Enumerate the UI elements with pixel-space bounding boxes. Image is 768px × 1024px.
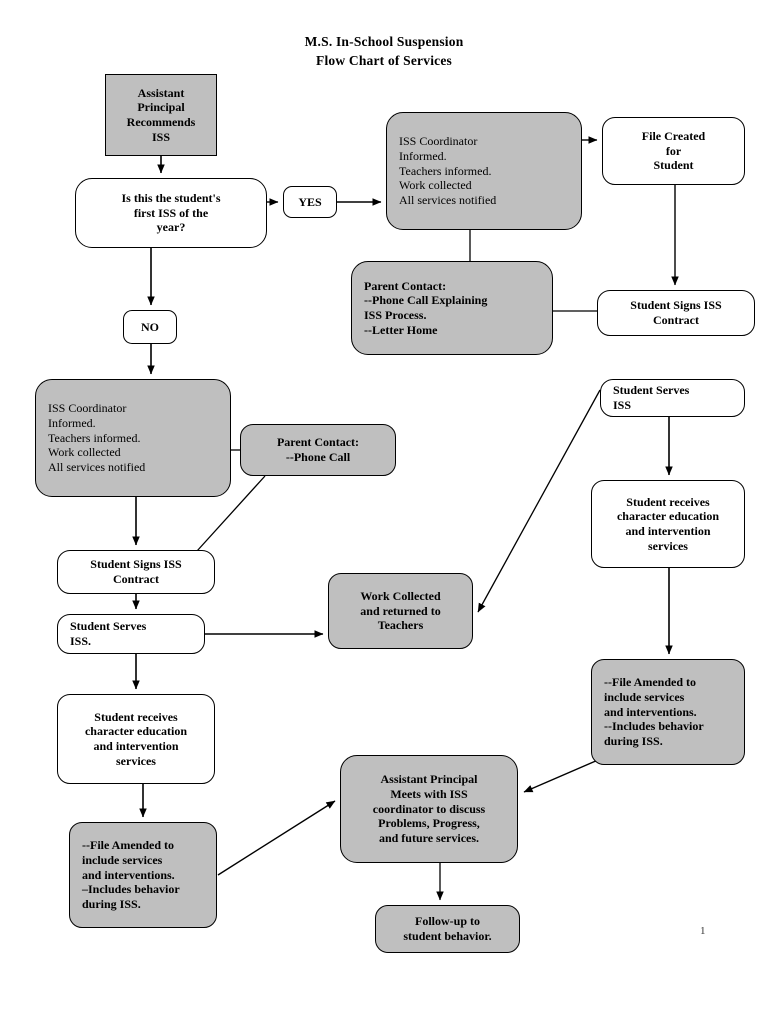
node-student-receives-services-right[interactable]: Student receives character education and… [591,480,745,568]
node-label: Follow-up to student behavior. [403,914,492,943]
node-label: Student Serves ISS. [70,619,147,648]
node-iss-coordinator-informed-top[interactable]: ISS Coordinator Informed. Teachers infor… [386,112,582,230]
node-parent-contact-left[interactable]: Parent Contact: --Phone Call [240,424,396,476]
node-student-signs-contract-left[interactable]: Student Signs ISS Contract [57,550,215,594]
node-label: Work Collected and returned to Teachers [360,589,441,633]
node-yes[interactable]: YES [283,186,337,218]
node-label: Assistant Principal Recommends ISS [126,85,196,144]
node-label: Student receives character education and… [616,494,720,553]
node-student-serves-iss-left[interactable]: Student Serves ISS. [57,614,205,654]
node-label: Parent Contact: --Phone Call Explaining … [364,278,488,337]
page-number: 1 [700,925,706,937]
node-label: YES [298,194,322,209]
edge-file-amended-to-ap-meets [217,800,336,876]
node-label: --File Amended to include services and i… [82,838,180,911]
node-followup-student-behavior[interactable]: Follow-up to student behavior. [375,905,520,953]
node-file-amended-right[interactable]: --File Amended to include services and i… [591,659,745,765]
node-label: Parent Contact: --Phone Call [276,435,360,464]
node-student-signs-contract-top[interactable]: Student Signs ISS Contract [597,290,755,336]
title-line-2: Flow Chart of Services [316,53,452,68]
node-student-receives-services-left[interactable]: Student receives character education and… [57,694,215,784]
node-label: Student Serves ISS [613,383,690,412]
node-assistant-principal-meets[interactable]: Assistant Principal Meets with ISS coord… [340,755,518,863]
node-file-created-for-student[interactable]: File Created for Student [602,117,745,185]
node-no[interactable]: NO [123,310,177,344]
edge-serves-iss-2-to-work-collected [477,389,601,613]
node-assistant-principal-recommends[interactable]: Assistant Principal Recommends ISS [105,74,217,156]
node-label: ISS Coordinator Informed. Teachers infor… [399,134,497,207]
node-label: ISS Coordinator Informed. Teachers infor… [48,401,146,474]
node-file-amended-left[interactable]: --File Amended to include services and i… [69,822,217,928]
node-label: Student Signs ISS Contract [630,298,722,327]
page-title: M.S. In-School Suspension Flow Chart of … [0,32,768,70]
node-label: Assistant Principal Meets with ISS coord… [372,772,486,845]
title-line-1: M.S. In-School Suspension [304,34,464,49]
node-label: Is this the student's first ISS of the y… [121,191,221,235]
node-label: NO [141,319,159,334]
node-first-iss-question[interactable]: Is this the student's first ISS of the y… [75,178,267,248]
node-parent-contact-top[interactable]: Parent Contact: --Phone Call Explaining … [351,261,553,355]
node-label: Student Signs ISS Contract [90,557,182,586]
node-label: File Created for Student [641,129,706,173]
edge-file-amended-2-to-ap-meets [523,759,599,793]
node-student-serves-iss-right[interactable]: Student Serves ISS [600,379,745,417]
node-iss-coordinator-informed-left[interactable]: ISS Coordinator Informed. Teachers infor… [35,379,231,497]
node-label: Student receives character education and… [84,709,188,768]
node-label: --File Amended to include services and i… [604,675,704,748]
node-work-collected-returned[interactable]: Work Collected and returned to Teachers [328,573,473,649]
